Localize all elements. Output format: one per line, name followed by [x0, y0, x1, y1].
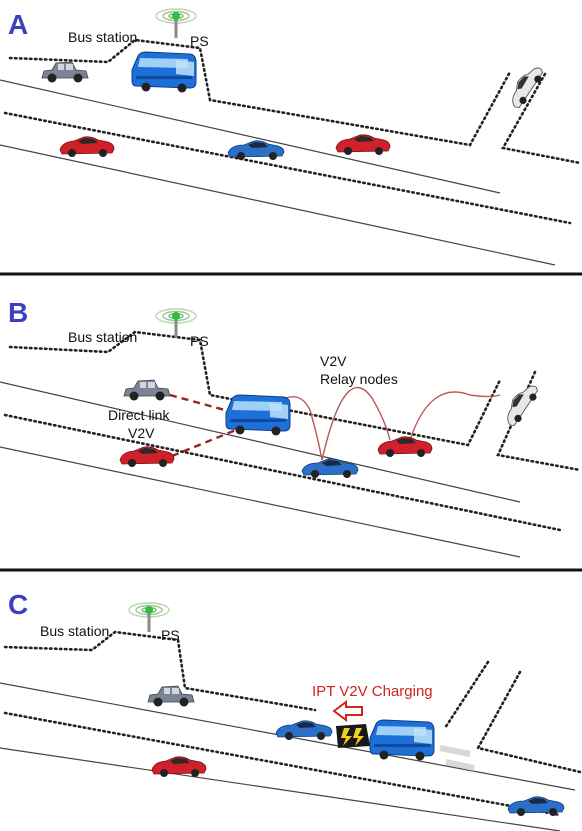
red-car-icon	[119, 446, 175, 468]
panel-letter-a: A	[8, 9, 28, 40]
road-line	[0, 381, 521, 503]
road-line	[0, 79, 501, 194]
grey-car-icon	[41, 61, 89, 83]
white-car-icon	[504, 61, 548, 112]
curb-dotted	[8, 330, 502, 447]
panel-c: C Bus station PS IPT V2V Charging	[0, 589, 582, 831]
relay-arc	[321, 386, 391, 461]
relay-label-line2: Relay nodes	[320, 371, 398, 387]
ipt-charging-label: IPT V2V Charging	[312, 683, 433, 700]
relay-arc	[281, 396, 323, 461]
white-car-icon	[499, 379, 543, 430]
bus-station-label: Bus station	[68, 329, 137, 345]
bus-icon	[131, 51, 197, 93]
panel-a: A Bus station PS	[0, 7, 582, 266]
blue-car-icon	[301, 458, 359, 479]
red-car-icon	[377, 436, 433, 458]
crosswalk	[439, 745, 475, 771]
road-line	[0, 747, 561, 831]
bus-station-label: Bus station	[40, 623, 109, 639]
direct-link-line	[169, 393, 233, 414]
ps-label: PS	[190, 333, 209, 349]
bus-icon	[225, 394, 291, 436]
curb-dotted	[3, 111, 572, 225]
charging-pad-icon	[336, 724, 370, 748]
blue-car-icon	[275, 720, 333, 741]
curb-dotted	[8, 38, 512, 147]
curb-dotted	[476, 670, 582, 774]
panel-letter-c: C	[8, 589, 28, 620]
grey-car-icon	[123, 379, 171, 401]
curb-dotted	[443, 660, 490, 730]
ps-label: PS	[190, 33, 209, 49]
panel-letter-b: B	[8, 297, 28, 328]
charging-arrow-icon	[332, 700, 363, 722]
curb-dotted	[3, 630, 317, 712]
road-line	[0, 144, 556, 266]
road-line	[0, 446, 521, 558]
curb-dotted	[3, 711, 562, 817]
direct-link-label-line2: V2V	[128, 425, 155, 441]
relay-label-line1: V2V	[320, 353, 347, 369]
curb-dotted	[3, 413, 562, 532]
ps-label: PS	[161, 627, 180, 643]
panel-b: B Bus station PS V2V Relay nodes Direct …	[0, 297, 582, 558]
blue-car-icon	[227, 140, 285, 161]
red-car-icon	[335, 134, 391, 156]
bus-icon	[369, 719, 435, 761]
bus-station-label: Bus station	[68, 29, 137, 45]
direct-link-label-line1: Direct link	[108, 407, 170, 423]
red-car-icon	[59, 136, 115, 158]
blue-car-icon	[507, 796, 565, 817]
curb-dotted	[500, 72, 582, 165]
relay-arc	[409, 391, 501, 441]
